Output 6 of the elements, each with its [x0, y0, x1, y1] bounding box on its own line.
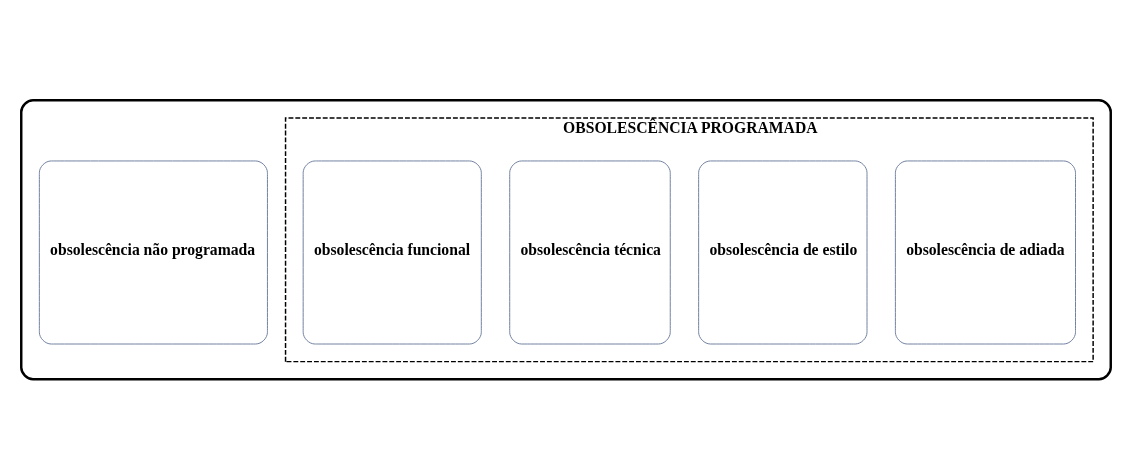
node-box: obsolescência de estilo: [698, 159, 868, 344]
node-box: obsolescência técnica: [509, 159, 671, 344]
node-box: obsolescência de adiada: [894, 159, 1076, 344]
node-box: obsolescência funcional: [302, 159, 482, 344]
cluster: [20, 98, 1112, 380]
node-box: obsolescência não programada: [38, 159, 268, 344]
